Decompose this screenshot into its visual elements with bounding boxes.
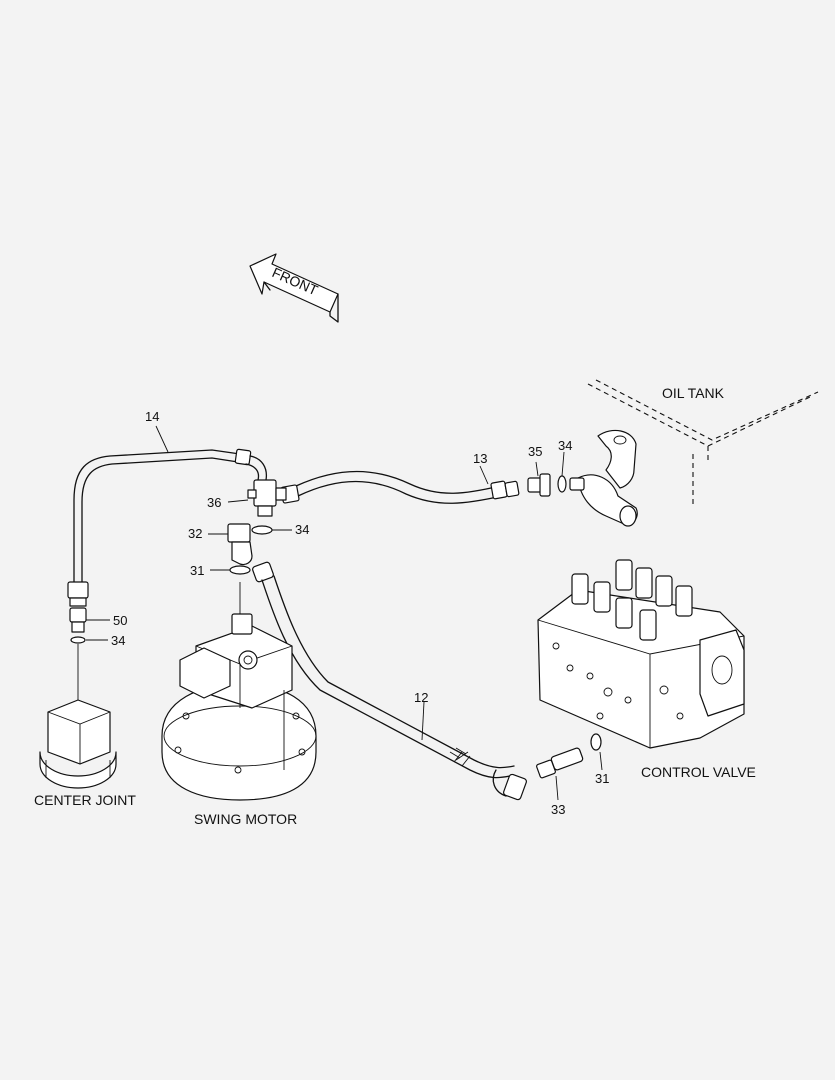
- o-ring-31-motor: [229, 565, 251, 575]
- part-label-34-tank: 34: [558, 438, 572, 453]
- control-valve-label: CONTROL VALVE: [641, 764, 756, 780]
- part-label-31-valve: 31: [595, 771, 609, 786]
- part-label-34-joint: 34: [111, 633, 125, 648]
- o-ring-34-motor: [251, 525, 273, 535]
- tee-fitting-36: [227, 479, 287, 517]
- center-joint: CENTER JOINT: [34, 644, 136, 808]
- center-joint-label: CENTER JOINT: [34, 792, 136, 808]
- tank-port-elbow: [569, 429, 638, 527]
- part-label-32: 32: [188, 526, 202, 541]
- fitting-50: [69, 607, 110, 633]
- o-ring-34-tank: [557, 475, 567, 493]
- part-label-36: 36: [207, 495, 221, 510]
- valve-spools: [571, 559, 693, 641]
- hose-12: [252, 561, 527, 801]
- part-label-33: 33: [551, 802, 565, 817]
- part-label-34-motor: 34: [295, 522, 309, 537]
- fitting-35: [527, 461, 551, 497]
- fitting-33: [536, 747, 584, 801]
- elbow-fitting-32: [208, 523, 253, 566]
- oil-tank: OIL TANK: [587, 379, 819, 508]
- part-label-31-motor: 31: [190, 563, 204, 578]
- front-arrow: FRONT: [249, 253, 339, 323]
- o-ring-34-joint: [70, 636, 86, 644]
- control-valve: CONTROL VALVE: [537, 559, 756, 780]
- part-label-13: 13: [473, 451, 487, 466]
- swing-motor: SWING MOTOR: [161, 582, 317, 827]
- o-ring-31-valve: [590, 733, 602, 751]
- oil-tank-label: OIL TANK: [662, 385, 725, 401]
- part-label-12: 12: [414, 690, 428, 705]
- part-label-50: 50: [113, 613, 127, 628]
- part-label-14: 14: [145, 409, 159, 424]
- part-label-35: 35: [528, 444, 542, 459]
- hose-13: [280, 470, 520, 504]
- hose-14: [67, 448, 268, 607]
- swing-motor-label: SWING MOTOR: [194, 811, 297, 827]
